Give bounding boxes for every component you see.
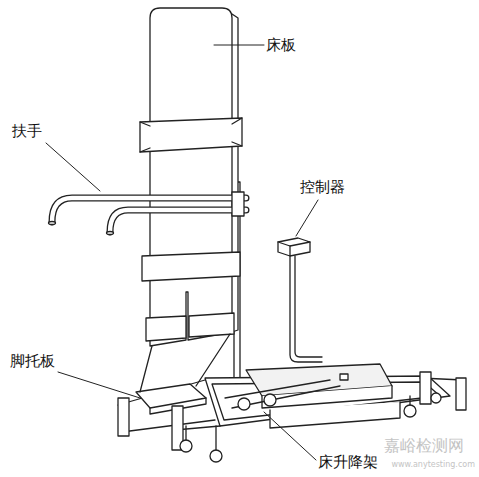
part-label: 扶手 bbox=[12, 122, 42, 140]
chest-strap bbox=[140, 118, 242, 152]
board-edge bbox=[232, 14, 238, 332]
watermark: www.anytesting.com bbox=[391, 460, 475, 470]
part-label: 控制器 bbox=[300, 178, 345, 196]
lift-frame bbox=[225, 364, 400, 428]
part-label: 脚托板 bbox=[10, 352, 55, 370]
leg-strap bbox=[146, 316, 186, 341]
strap-fold bbox=[140, 118, 242, 152]
bed-board bbox=[150, 8, 232, 346]
part-label: 床板 bbox=[266, 36, 296, 54]
watermark: 嘉峪检测网 bbox=[384, 436, 464, 455]
footrest bbox=[136, 334, 230, 414]
controller bbox=[278, 238, 322, 362]
leg-strap bbox=[189, 313, 234, 337]
handrail bbox=[49, 192, 247, 235]
part-label: 床升降架 bbox=[318, 453, 378, 471]
leader-line bbox=[46, 45, 318, 460]
hip-strap bbox=[142, 252, 240, 281]
